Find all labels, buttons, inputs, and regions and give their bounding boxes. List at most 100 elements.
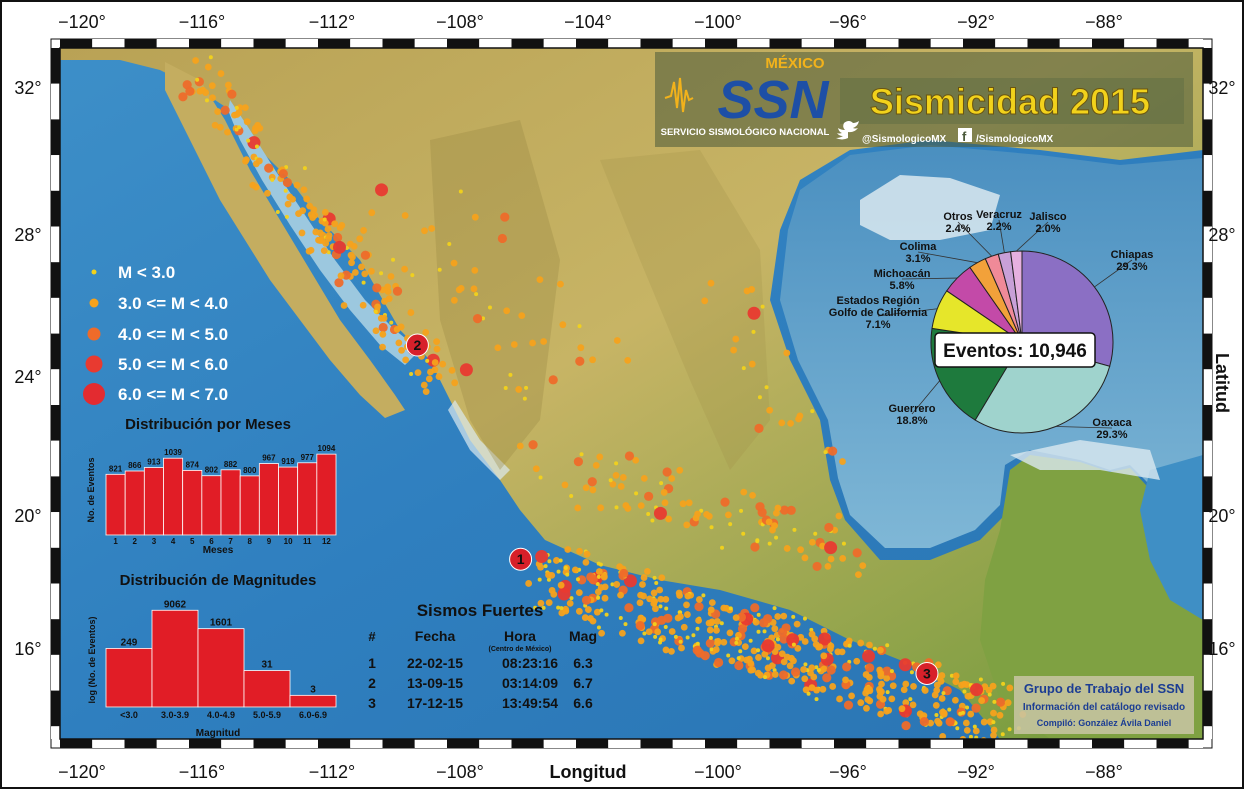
frame-band-segment — [1203, 48, 1212, 84]
earthquake-point — [470, 285, 478, 293]
earthquake-point — [533, 605, 538, 610]
map-border — [59, 47, 1204, 740]
earthquake-point — [965, 705, 970, 710]
earthquake-point — [515, 386, 523, 393]
earthquake-point — [582, 558, 590, 566]
earthquake-point — [756, 629, 761, 634]
earthquake-point — [748, 638, 753, 643]
earthquake-point — [321, 208, 329, 216]
strong-quake-marker-2 — [405, 333, 429, 357]
earthquake-point — [562, 605, 570, 613]
frame-band-segment — [737, 39, 770, 48]
frame-band-segment — [1203, 690, 1212, 727]
earthquake-point — [748, 360, 756, 368]
earthquake-point — [634, 491, 639, 496]
earthquake-point — [656, 586, 664, 594]
earthquake-point — [771, 625, 779, 633]
earthquake-point — [743, 287, 751, 295]
earthquake-point — [755, 654, 762, 661]
earthquake-point — [705, 512, 713, 520]
frame-band-segment — [221, 39, 254, 48]
credits-line-3: Compiló: González Ávila Daniel — [1037, 718, 1172, 728]
earthquake-point — [810, 409, 815, 414]
earthquake-point — [764, 385, 769, 390]
earthquake-point — [601, 583, 609, 591]
magnitude-bar-value: 31 — [261, 660, 273, 671]
earthquake-point — [841, 541, 846, 546]
earthquake-point — [719, 621, 724, 626]
earthquake-point — [249, 181, 257, 189]
frame-band-segment — [1092, 739, 1125, 748]
earthquake-point — [724, 511, 732, 519]
earthquake-point — [584, 606, 592, 613]
earthquake-point — [664, 606, 669, 611]
earthquake-point — [684, 592, 692, 600]
earthquake-point — [524, 385, 529, 390]
frame-band-segment — [350, 39, 383, 48]
frame-band-segment — [1156, 39, 1189, 48]
earthquake-point — [407, 309, 415, 316]
earthquake-point — [879, 695, 887, 703]
earthquake-point — [786, 662, 794, 670]
earthquake-point — [939, 732, 947, 739]
earthquake-point — [624, 603, 634, 613]
earthquake-point — [450, 296, 458, 304]
sierra-madre-occidental — [430, 120, 560, 470]
frame-band-segment — [124, 39, 157, 48]
earthquake-point — [713, 617, 721, 625]
earthquake-point — [802, 616, 807, 621]
facebook-icon-glyph: f — [962, 129, 967, 144]
earthquake-point — [843, 700, 854, 710]
magnitude-bar — [243, 670, 291, 708]
earthquake-point — [322, 217, 327, 222]
earthquake-point — [1007, 727, 1012, 732]
earthquake-point — [351, 269, 359, 276]
frame-band-segment — [1203, 190, 1212, 227]
ssn-banner: MÉXICO SSN SERVICIO SISMOLÓGICO NACIONAL… — [655, 52, 1193, 147]
earthquake-point — [658, 640, 663, 645]
earthquake-point — [678, 639, 683, 644]
magnitude-bar — [105, 648, 153, 708]
header-date: Fecha — [415, 628, 456, 644]
strong-quakes-table: Sismos Fuertes # Fecha Hora (Centro de M… — [368, 601, 597, 711]
earthquake-point — [275, 209, 280, 214]
earthquake-point — [824, 541, 838, 555]
magnitude-bar-value: 9062 — [164, 599, 187, 610]
legend-swatch-m-3-4 — [89, 298, 99, 308]
earthquake-point — [901, 720, 911, 731]
earthquake-point — [325, 235, 332, 242]
earthquake-point — [853, 657, 861, 665]
map-frame-bands — [50, 38, 1213, 749]
earthquake-point — [679, 500, 687, 508]
earthquake-point — [600, 572, 608, 580]
row-date: 13-09-15 — [407, 675, 463, 691]
frame-band-segment — [511, 739, 544, 748]
earthquake-point — [839, 458, 846, 465]
banner-background — [655, 52, 1193, 147]
earthquake-point — [952, 672, 960, 680]
earthquake-point — [978, 697, 986, 704]
earthquake-point — [872, 646, 877, 651]
earthquake-point — [771, 522, 778, 530]
earthquake-point — [797, 546, 804, 554]
frame-band-segment — [51, 119, 60, 156]
earthquake-point — [876, 685, 883, 693]
earthquake-point — [604, 612, 609, 617]
earthquake-point — [908, 697, 913, 702]
month-bar — [258, 463, 279, 536]
earthquake-point — [866, 641, 873, 649]
earthquake-point — [556, 569, 561, 574]
frame-band-segment — [801, 739, 834, 748]
earthquake-point — [865, 663, 875, 673]
earthquake-point — [820, 652, 828, 660]
earthquake-point — [701, 297, 709, 305]
frame-band-segment — [60, 739, 93, 748]
frame-band-segment — [447, 739, 480, 748]
earthquake-point — [487, 305, 492, 310]
frame-band-segment — [51, 583, 60, 620]
earthquake-point — [559, 321, 567, 329]
earthquake-point — [583, 550, 591, 558]
earthquake-point — [653, 634, 658, 639]
earthquake-point — [877, 710, 885, 718]
earthquake-point — [728, 522, 733, 527]
